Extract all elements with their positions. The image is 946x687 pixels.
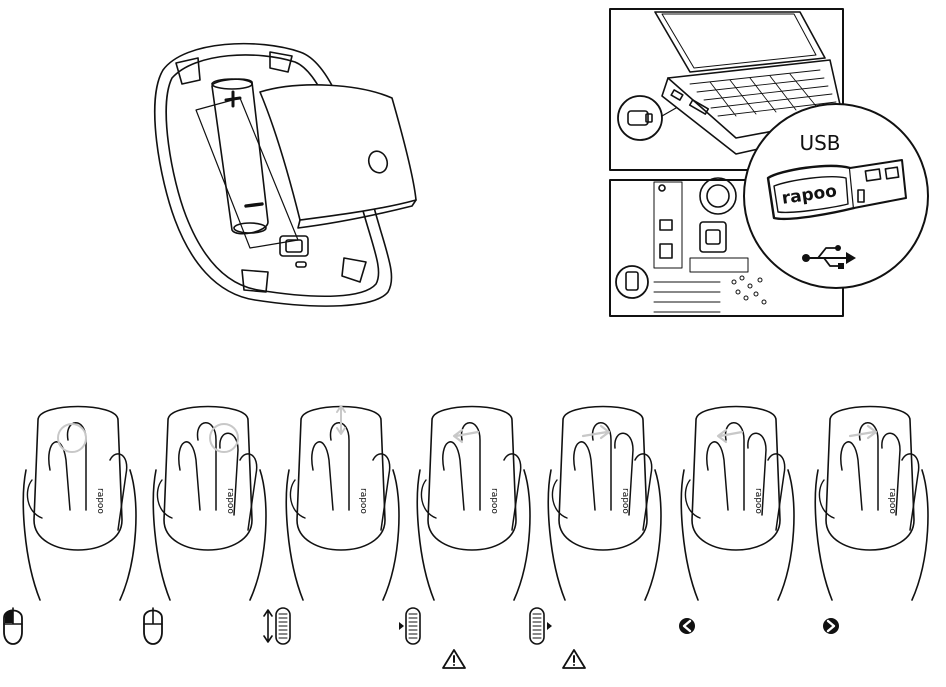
mouse-brand-label: rapoo xyxy=(887,488,897,514)
hand-gesture-5: rapoo xyxy=(547,405,662,601)
hand-gesture-3: rapoo xyxy=(285,405,400,601)
hand-gesture-6: rapoo xyxy=(680,405,795,601)
mouse-brand-label: rapoo xyxy=(225,488,235,514)
back-arrow-circle-icon xyxy=(679,618,695,634)
usb-symbol-icon xyxy=(802,245,856,269)
usb-callout: USB rapoo xyxy=(743,103,929,289)
warning-triangle-icon xyxy=(442,649,466,669)
hand-gesture-7: rapoo xyxy=(814,405,929,601)
laptop-keyboard xyxy=(689,69,837,117)
mouse-brand-label: rapoo xyxy=(620,488,630,514)
aa-battery xyxy=(211,78,269,235)
usb-receiver-small-icon xyxy=(627,110,649,126)
laptop-usb-panel xyxy=(609,8,844,171)
right-click-mouse-icon xyxy=(143,607,163,645)
vent-holes xyxy=(731,275,767,305)
usb-label: USB xyxy=(799,131,840,155)
left-click-mouse-icon xyxy=(3,607,23,645)
gesture-icons xyxy=(3,607,839,669)
vertical-scroll-icon xyxy=(263,607,291,645)
hand-gesture-1: rapoo xyxy=(22,405,137,601)
battery-cover xyxy=(259,84,417,229)
warning-triangle-icon-2 xyxy=(562,649,586,669)
mouse-brand-label: rapoo xyxy=(753,488,763,514)
forward-arrow-circle-icon xyxy=(823,618,839,634)
desktop-usb-panel xyxy=(609,177,844,317)
usb-receiver: rapoo xyxy=(766,159,907,221)
mouse-brand-label: rapoo xyxy=(95,488,105,514)
usb-receiver-small-icon-2 xyxy=(625,271,639,291)
hand-gesture-2: rapoo xyxy=(152,405,267,601)
mouse-brand-label: rapoo xyxy=(358,488,368,514)
scroll-right-icon xyxy=(529,607,552,645)
hand-gesture-4: rapoo xyxy=(416,405,531,601)
scroll-left-icon xyxy=(399,607,421,645)
gesture-hands: rapoo rapoo rapoo rapoo rapoo rapoo rapoo xyxy=(22,405,929,601)
mouse-brand-label: rapoo xyxy=(489,488,499,514)
mouse-underside-battery-illustration xyxy=(153,42,417,307)
